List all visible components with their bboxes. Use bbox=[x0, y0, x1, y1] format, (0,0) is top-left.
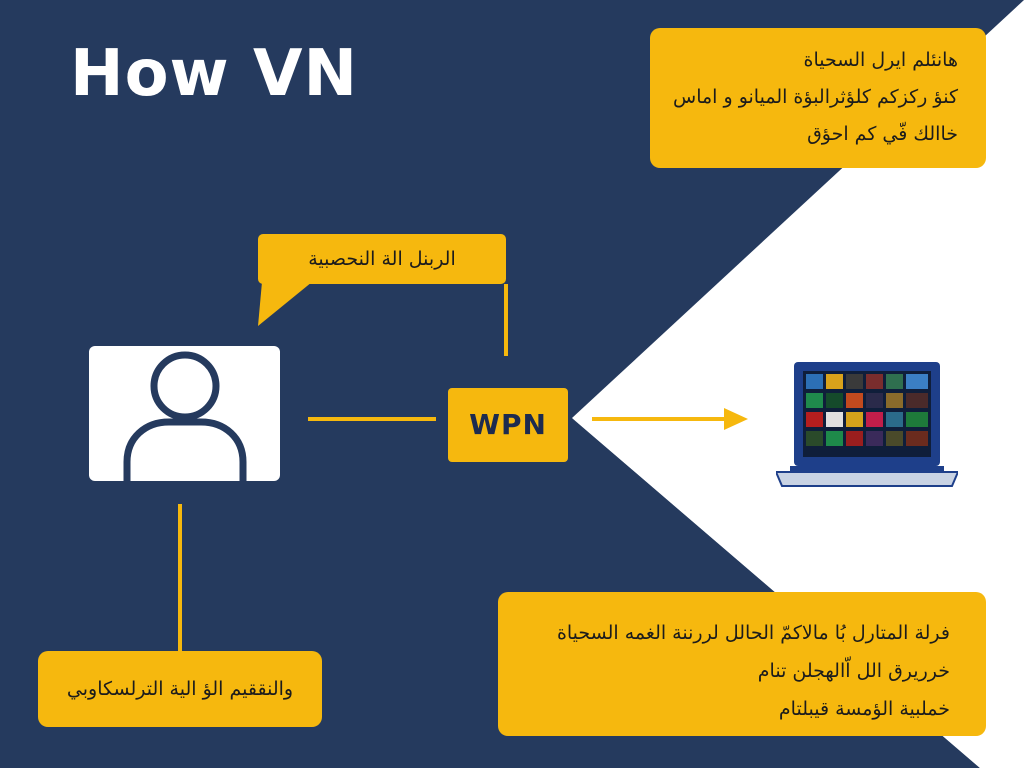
arrow-head-icon bbox=[724, 408, 748, 430]
user-icon bbox=[123, 351, 247, 481]
laptop-icon bbox=[776, 362, 958, 487]
page-title: How VN bbox=[70, 37, 359, 111]
callout-top-right-line-3: خاالك فّي كم احؤق bbox=[807, 123, 958, 145]
screen-tile bbox=[846, 393, 863, 408]
callout-bottom-right-line-2: خرريرق الل اّالهجلن تنام bbox=[757, 660, 950, 682]
laptop-base bbox=[776, 471, 958, 487]
callout-top-right: هانئلم ايرل السحياة كنؤ ركزكم كلؤثرالبؤة… bbox=[650, 28, 986, 168]
screen-tile bbox=[886, 431, 903, 446]
screen-tile bbox=[826, 412, 843, 427]
screen-tile bbox=[866, 393, 883, 408]
callout-bottom-left: والنققيم الؤ الية الترلسكاوبي bbox=[38, 651, 322, 727]
screen-tile bbox=[826, 431, 843, 446]
callout-bottom-left-text: والنققيم الؤ الية الترلسكاوبي bbox=[66, 678, 294, 700]
callout-top-right-line-2: كنؤ ركزكم كلؤثرالبؤة الميانو و اماس bbox=[673, 86, 958, 108]
screen-tile bbox=[846, 374, 863, 389]
laptop-screen-tiles bbox=[806, 374, 928, 446]
screen-tile bbox=[866, 412, 883, 427]
vpn-node: WPN bbox=[448, 388, 568, 462]
callout-bottom-right-line-3: خملبية الؤمسة قيبلتام bbox=[778, 698, 950, 720]
user-icon-body bbox=[123, 418, 247, 481]
screen-tile bbox=[866, 431, 883, 446]
screen-tile bbox=[886, 412, 903, 427]
screen-tile bbox=[846, 412, 863, 427]
callout-top-right-line-1: هانئلم ايرل السحياة bbox=[803, 49, 958, 71]
laptop-hinge bbox=[790, 466, 944, 472]
screen-tile bbox=[826, 374, 843, 389]
user-icon-head bbox=[150, 351, 220, 421]
screen-tile bbox=[806, 431, 823, 446]
screen-tile bbox=[906, 393, 928, 408]
screen-tile bbox=[906, 431, 928, 446]
speech-bubble: الربنل الة النحصبية bbox=[258, 234, 506, 284]
callout-bottom-right-line-1: فرلة المتارل بُا مالاكمّ الحالل لررننة ا… bbox=[556, 622, 950, 644]
screen-tile bbox=[806, 374, 823, 389]
speech-bubble-text: الربنل الة النحصبية bbox=[308, 248, 456, 270]
screen-tile bbox=[826, 393, 843, 408]
screen-tile bbox=[886, 393, 903, 408]
screen-tile bbox=[886, 374, 903, 389]
screen-tile bbox=[906, 412, 928, 427]
screen-tile bbox=[806, 412, 823, 427]
user-card bbox=[89, 346, 280, 481]
screen-tile bbox=[806, 393, 823, 408]
screen-tile bbox=[866, 374, 883, 389]
speech-bubble-tail bbox=[258, 282, 312, 326]
callout-bottom-right: فرلة المتارل بُا مالاكمّ الحالل لررننة ا… bbox=[498, 592, 986, 736]
screen-tile bbox=[846, 431, 863, 446]
screen-tile bbox=[906, 374, 928, 389]
